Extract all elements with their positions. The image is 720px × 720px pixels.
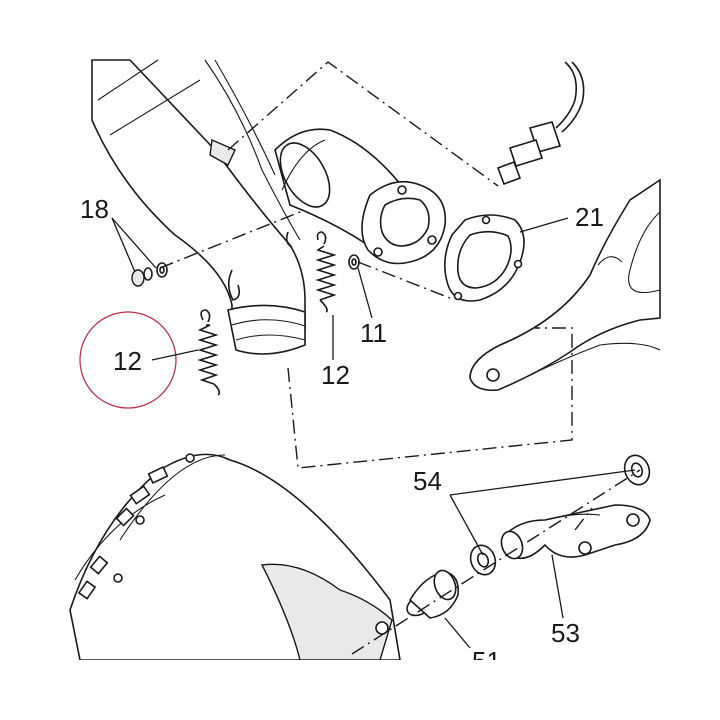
- lambda-sensor: [496, 61, 585, 186]
- frame-bracket: [469, 178, 661, 392]
- spring-12-mid: [315, 231, 337, 313]
- leader-lines: [111, 217, 636, 649]
- grommet-54-upper: [623, 454, 651, 486]
- highlight-circle: [79, 311, 177, 409]
- callout-11: 11: [360, 318, 387, 348]
- callout-12-left: 12: [113, 346, 142, 376]
- muffler: [69, 453, 401, 661]
- grommet-54-lower: [469, 544, 497, 576]
- callout-12-mid: 12: [321, 360, 350, 390]
- bolt-18: [131, 262, 168, 287]
- assembly-lines: [159, 61, 641, 655]
- spring-12-left: [197, 309, 221, 396]
- callout-18: 18: [80, 194, 109, 224]
- nut-11: [348, 254, 360, 270]
- callout-54: 54: [413, 466, 442, 496]
- exhaust-header-flange: [274, 128, 447, 265]
- callout-21: 21: [575, 202, 604, 232]
- gasket-21: [444, 214, 525, 302]
- bottom-crop: [0, 660, 720, 720]
- exhaust-downpipe: [91, 59, 306, 355]
- callout-53: 53: [551, 618, 580, 648]
- muffler-bracket-53: [500, 504, 651, 560]
- rubber-mount-51: [406, 569, 460, 619]
